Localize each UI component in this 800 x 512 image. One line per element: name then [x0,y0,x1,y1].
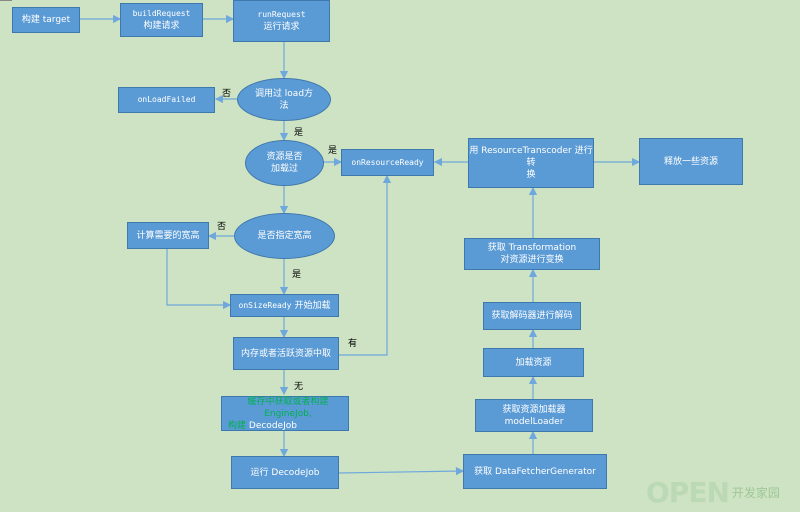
transcode-label-a: 用 ResourceTranscoder 进行转 [469,146,593,168]
fetcher-generator-label: 获取 DataFetcherGenerator [474,466,596,477]
get-transformation-label-a: 获取 Transformation [488,242,576,254]
watermark-open-text: OPEN [646,476,730,509]
onsizeready-node: onSizeReady 开始加载 [230,294,339,317]
engine-job-node: 缓存中获取或者构建 EngineJob, 构建 DecodeJob [221,396,349,431]
build-target-label: 构建 target [21,15,71,25]
edge-label-has-cache: 有 [348,339,358,349]
run-decodejob-node: 运行 DecodeJob [231,456,339,489]
transcode-node: 用 ResourceTranscoder 进行转 换 [468,138,594,188]
get-loader-node: 获取资源加载器 modelLoader [475,399,593,432]
onsizeready-label: 开始加载 [294,300,331,311]
edge-label-yes-called: 是 [294,128,304,138]
edge-memory-to-ready [339,174,392,356]
memory-cache-label: 内存或者活跃资源中取 [240,348,331,359]
size-specified-decision: 是否指定宽高 [234,213,335,259]
memory-cache-node: 内存或者活跃资源中取 [233,337,339,370]
get-transformation-text: 获取 Transformation [487,243,577,253]
called-load-decision: 调用过 load方 法 [237,78,331,121]
run-request-label: 运行请求 [263,22,300,32]
transcode-label-b: 换 [526,170,536,180]
engine-job-text-a2: EngineJob, [264,408,312,419]
engine-job-line-a: 缓存中获取或者构建 EngineJob, [228,396,348,420]
load-resource-node: 加载资源 [483,348,584,377]
size-specified-label: 是否指定宽高 [257,231,312,241]
onsizeready-code: onSizeReady [238,300,292,310]
run-request-node: runRequest 运行请求 [233,0,330,42]
edge-calc-to-onsizeready [166,249,232,310]
loaded-before-label-a: 资源是否 [266,152,303,162]
corner-line [0,0,12,1]
calc-size-node: 计算需要的宽高 [127,222,209,249]
run-request-code: runRequest [257,10,306,19]
build-request-code: buildRequest [132,9,191,18]
onresourceready-node: onResourceReady [341,149,434,176]
edge-label-no-size: 否 [217,222,227,232]
called-load-label-a: 调用过 load方 [254,88,314,99]
onloadfailed-label: onLoadFailed [137,95,196,104]
fetcher-generator-node: 获取 DataFetcherGenerator [463,454,607,489]
engine-job-text-b2: DecodeJob [248,420,297,431]
watermark-logo: OPEN 开发家园 [646,478,796,508]
get-loader-label-b: modelLoader [504,416,564,427]
edge-label-no-cache: 无 [294,382,304,392]
get-transformation-node: 获取 Transformation 对资源进行变换 [464,238,600,270]
edge-label-yes-loaded: 是 [328,146,338,156]
get-decoder-node: 获取解码器进行解码 [483,302,581,330]
onloadfailed-node: onLoadFailed [118,87,215,113]
called-load-label-b: 法 [279,100,289,111]
build-request-label: 构建请求 [143,21,180,31]
get-transformation-label-b: 对资源进行变换 [500,255,564,265]
edge-label-no-failed: 否 [222,89,232,99]
loaded-before-decision: 资源是否 加载过 [245,140,324,186]
get-decoder-label: 获取解码器进行解码 [491,311,573,321]
engine-job-text-b1: 构建 [228,420,247,431]
onresourceready-label: onResourceReady [351,157,424,167]
calc-size-label: 计算需要的宽高 [136,230,200,241]
run-decodejob-label: 运行 DecodeJob [250,467,320,478]
engine-job-line-b: 构建 DecodeJob [228,420,297,432]
engine-job-text-a1: 缓存中获取或者构建 [247,396,329,407]
build-request-node: buildRequest 构建请求 [120,3,203,37]
build-target-node: 构建 target [12,7,80,33]
release-label: 释放一些资源 [663,156,718,167]
get-loader-label-a: 获取资源加载器 [502,404,566,415]
edge-label-yes-size: 是 [292,270,302,280]
edge-run-to-fetcher [338,466,465,476]
loaded-before-label-b: 加载过 [270,164,298,174]
release-node: 释放一些资源 [639,138,743,185]
load-resource-label: 加载资源 [515,357,552,368]
watermark-cn-text: 开发家园 [731,486,780,500]
